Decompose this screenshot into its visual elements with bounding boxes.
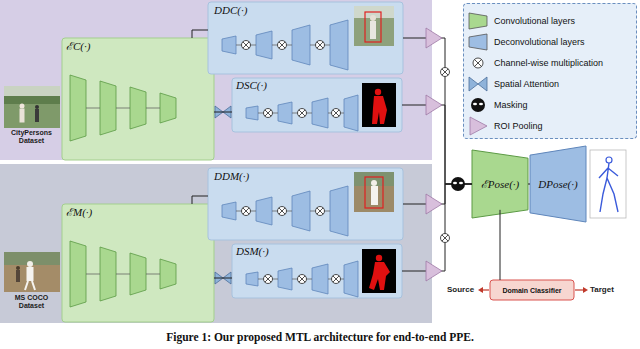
node-shape <box>208 168 403 240</box>
box-shape <box>232 78 402 132</box>
legend-item: Masking <box>464 96 636 114</box>
legend-swatch <box>469 13 487 29</box>
multiply-symbol <box>441 234 450 243</box>
legend-text: Convolutional layers <box>494 12 575 30</box>
detection-image <box>354 6 394 46</box>
legend-text: ROI Pooling <box>494 117 543 135</box>
legend-item: Channel-wise multiplication <box>464 54 636 72</box>
node-label: CityPersons Dataset <box>3 129 60 145</box>
encoder-layers <box>70 241 176 307</box>
decoder-layers <box>222 20 348 70</box>
input-image <box>4 86 60 128</box>
node-label: Domain Classifier <box>502 286 561 295</box>
decoder-block: DDM(·) <box>208 168 403 240</box>
legend-swatch <box>469 34 487 50</box>
pose-decoder: DPose(·) <box>530 146 586 222</box>
legend-swatch-area <box>464 12 492 30</box>
decoder-layers <box>246 95 358 131</box>
classifier-box: Domain Classifier <box>490 280 574 300</box>
node-shape <box>62 204 214 322</box>
node-label: DSM(·) <box>236 245 269 258</box>
input-image <box>4 252 60 292</box>
legend-text: Masking <box>494 96 528 114</box>
connector-line <box>500 210 501 280</box>
box-shape <box>208 168 403 240</box>
dataset-band: ℰM(·) DDM(·) DSM(·) MS COCO Dataset <box>0 164 432 323</box>
legend-text: Deconvolutional layers <box>494 33 585 51</box>
decoder-layers <box>246 261 358 297</box>
node-shape <box>0 0 432 160</box>
connector-line <box>214 278 232 279</box>
node-label: DDC(·) <box>214 4 247 17</box>
legend-item: Convolutional layers <box>464 12 636 30</box>
node-label: ℰM(·) <box>66 206 92 219</box>
domain-label: Source <box>447 285 474 295</box>
box-shape <box>232 244 402 298</box>
connector-line <box>528 184 530 185</box>
connector-line <box>214 112 232 113</box>
box-shape <box>62 204 214 322</box>
box-shape <box>0 164 432 323</box>
connector-line <box>402 184 472 271</box>
node-shape <box>472 150 528 218</box>
spatial-attention-symbol <box>215 106 231 284</box>
box-shape <box>208 2 403 74</box>
mask-image <box>362 249 396 293</box>
roi-pooling-symbol <box>426 28 442 281</box>
connector-line <box>403 38 472 184</box>
dataset-band: ℰC(·) DDC(·) DSC(·) CityPersons Dataset <box>0 0 432 160</box>
domain-label: Target <box>590 285 614 295</box>
node-label: DDM(·) <box>214 170 249 183</box>
node-shape <box>530 146 586 222</box>
legend-item: Deconvolutional layers <box>464 33 636 51</box>
node-shape <box>62 38 214 160</box>
node-label: ℰC(·) <box>66 40 90 53</box>
box-shape <box>62 38 214 160</box>
decoder-block: DDC(·) <box>208 2 403 74</box>
connector-line <box>192 30 208 38</box>
node-shape <box>490 280 574 300</box>
connector-line <box>192 196 208 204</box>
legend-swatch-area <box>464 33 492 51</box>
encoder-layers <box>70 75 176 141</box>
node-label: DSC(·) <box>236 79 267 92</box>
legend-text: Channel-wise multiplication <box>494 54 603 72</box>
detection-image <box>354 172 394 212</box>
node-shape <box>0 164 432 323</box>
legend-box: Convolutional layersDeconvolutional laye… <box>463 3 637 139</box>
encoder-block: ℰM(·) <box>62 204 214 322</box>
node-label: MS COCO Dataset <box>3 294 60 310</box>
decoder-block: DSC(·) <box>232 78 402 132</box>
legend-item: Spatial Attention <box>464 75 636 93</box>
pose-encoder: ℰPose(·) <box>472 150 528 218</box>
box-shape <box>490 280 574 300</box>
legend-item: ROI Pooling <box>464 117 636 135</box>
figure-caption: Figure 1: Our proposed MTL architecture … <box>0 330 640 345</box>
node-label: DPose(·) <box>538 178 577 191</box>
pose-image <box>590 150 626 218</box>
node-shape <box>232 78 402 132</box>
trapezoid-shape <box>530 146 586 222</box>
mask-image <box>362 83 396 127</box>
connector-line <box>402 105 472 184</box>
legend-text: Spatial Attention <box>494 75 559 93</box>
node-shape <box>232 244 402 298</box>
trapezoid-shape <box>472 150 528 218</box>
encoder-block: ℰC(·) <box>62 38 214 160</box>
multiply-symbol <box>441 68 450 77</box>
decoder-layers <box>222 186 348 236</box>
decoder-block: DSM(·) <box>232 244 402 298</box>
node-label: ℰPose(·) <box>481 178 519 191</box>
masking-symbol <box>451 177 465 191</box>
box-shape <box>0 0 432 160</box>
node-shape <box>208 2 403 74</box>
